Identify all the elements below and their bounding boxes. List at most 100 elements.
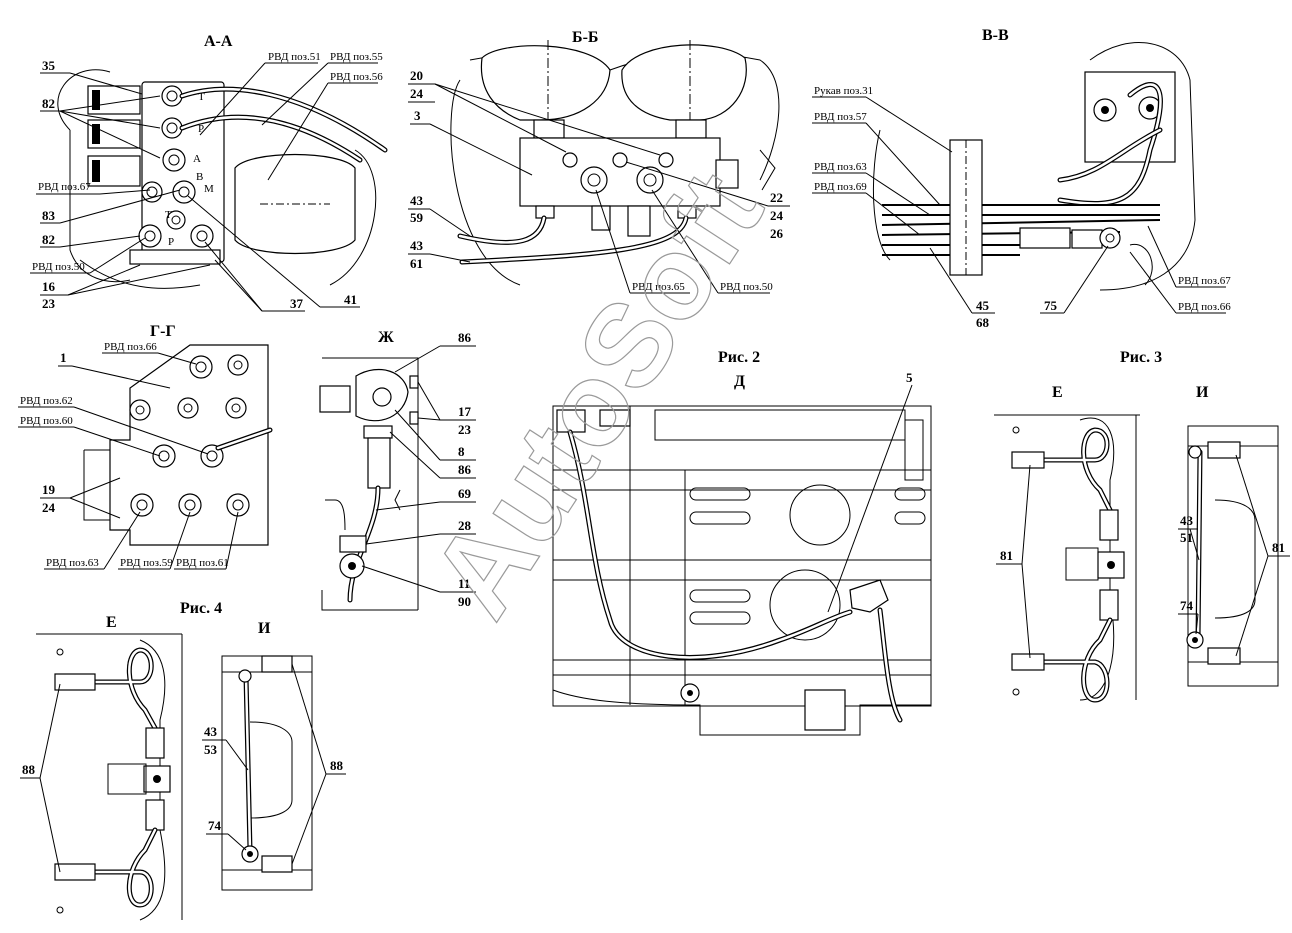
callout: 74 — [208, 818, 222, 833]
view-title-aa: А-А — [204, 33, 233, 50]
view-title-e2: Е — [106, 614, 117, 631]
callout: 8 — [458, 444, 465, 459]
callout: 82 — [42, 232, 55, 247]
view-zh: Ж 86 17 23 8 86 69 28 11 90 — [319, 329, 476, 611]
view-title-e1: Е — [1052, 384, 1063, 401]
hose-label: РВД поз.65 — [632, 281, 685, 293]
hose-label: РВД поз.67 — [38, 181, 91, 193]
callout: 41 — [344, 292, 357, 307]
callout: 23 — [42, 296, 56, 311]
callout: 88 — [330, 758, 344, 773]
hose-label: РВД поз.66 — [1178, 301, 1231, 313]
view-title-i1: И — [1196, 384, 1209, 401]
cylinder-head — [480, 45, 611, 121]
figure-4: Рис. 4 Е И 88 43 53 74 88 — [20, 600, 346, 921]
fitting — [166, 210, 186, 230]
fitting — [161, 85, 183, 107]
port-label: T — [198, 91, 205, 103]
callout: 17 — [458, 404, 472, 419]
view-title-vv: В-В — [982, 27, 1009, 44]
callout: 51 — [1180, 530, 1193, 545]
view-vv: В-В Рукав поз.31 РВД поз.57 РВД поз.63 Р… — [812, 27, 1231, 330]
callout: 20 — [410, 68, 423, 83]
fitting — [138, 224, 162, 248]
callout: 5 — [906, 370, 913, 385]
callout: 59 — [410, 210, 424, 225]
hose-label: РВД поз.55 — [330, 51, 383, 63]
callout: 24 — [42, 500, 56, 515]
view-bb: Б-Б 20 24 3 43 59 43 61 РВД — [408, 29, 790, 294]
callout: 22 — [770, 190, 783, 205]
callout: 69 — [458, 486, 472, 501]
view-gg: Г-Г 1 РВД поз.66 РВД поз.62 РВД поз.60 1… — [18, 323, 273, 570]
callout: 1 — [60, 350, 67, 365]
callout: 90 — [458, 594, 471, 609]
callout: 81 — [1272, 540, 1285, 555]
callout: 45 — [976, 298, 990, 313]
figure-title-3: Рис. 3 — [1120, 349, 1162, 366]
callout: 35 — [42, 58, 56, 73]
fitting — [190, 224, 214, 248]
view-title-bb: Б-Б — [572, 29, 598, 46]
callout: 28 — [458, 518, 472, 533]
hose-label: РВД поз.59 — [120, 557, 173, 569]
view-title-zh: Ж — [378, 329, 394, 346]
hose-label: РВД поз.69 — [814, 181, 867, 193]
callout: 43 — [204, 724, 218, 739]
callout: 61 — [410, 256, 423, 271]
fitting — [162, 148, 186, 172]
callout: 43 — [410, 238, 424, 253]
callout: 74 — [1180, 598, 1194, 613]
hose-label: РВД поз.51 — [268, 51, 321, 63]
hose-label: РВД поз.63 — [814, 161, 867, 173]
callout: 75 — [1044, 298, 1058, 313]
fitting-assembly — [849, 579, 889, 613]
cylinder-head — [621, 44, 747, 121]
callout: 24 — [770, 208, 784, 223]
hose-label: РВД поз.56 — [330, 71, 383, 83]
port-label: T — [165, 209, 172, 221]
frame — [552, 405, 932, 707]
hose-label: РВД поз.57 — [814, 111, 867, 123]
fitting — [580, 166, 608, 194]
hose-label: РВД поз.66 — [104, 341, 157, 353]
callout: 26 — [770, 226, 784, 241]
port-label: B — [196, 171, 203, 183]
callout: 81 — [1000, 548, 1013, 563]
fitting — [636, 166, 664, 194]
callout: 11 — [458, 576, 470, 591]
port-label: P — [168, 236, 174, 248]
callout: 43 — [410, 193, 424, 208]
callout: 3 — [414, 108, 421, 123]
distributor-block — [519, 137, 721, 207]
hose-label: Рукав поз.31 — [814, 85, 873, 97]
hose-label: РВД поз.67 — [1178, 275, 1231, 287]
callout: 23 — [458, 422, 472, 437]
port-label: A — [193, 153, 201, 165]
callout: 86 — [458, 462, 472, 477]
port-label: M — [204, 183, 214, 195]
callout: 88 — [22, 762, 36, 777]
view-aa: А-А T P A T M P B — [30, 33, 388, 312]
callout: 86 — [458, 330, 472, 345]
callout: 24 — [410, 86, 424, 101]
view-title-gg: Г-Г — [150, 323, 176, 340]
hose-label: РВД поз.63 — [46, 557, 99, 569]
hose-label: РВД поз.50 — [720, 281, 773, 293]
callout: 37 — [290, 296, 304, 311]
callout: 68 — [976, 315, 990, 330]
callout: 83 — [42, 208, 56, 223]
fitting — [141, 181, 163, 203]
manifold-plate — [109, 344, 269, 546]
hose-label: РВД поз.50 — [32, 261, 85, 273]
view-title-d: Д — [734, 373, 745, 390]
view-d: Рис. 2 Д 5 — [552, 349, 932, 736]
fitting — [161, 117, 183, 139]
callout: 16 — [42, 279, 56, 294]
callout: 82 — [42, 96, 55, 111]
view-title-i2: И — [258, 620, 271, 637]
hose-label: РВД поз.62 — [20, 395, 73, 407]
figure-title-2: Рис. 2 — [718, 349, 760, 366]
hose-label: РВД поз.61 — [176, 557, 229, 569]
